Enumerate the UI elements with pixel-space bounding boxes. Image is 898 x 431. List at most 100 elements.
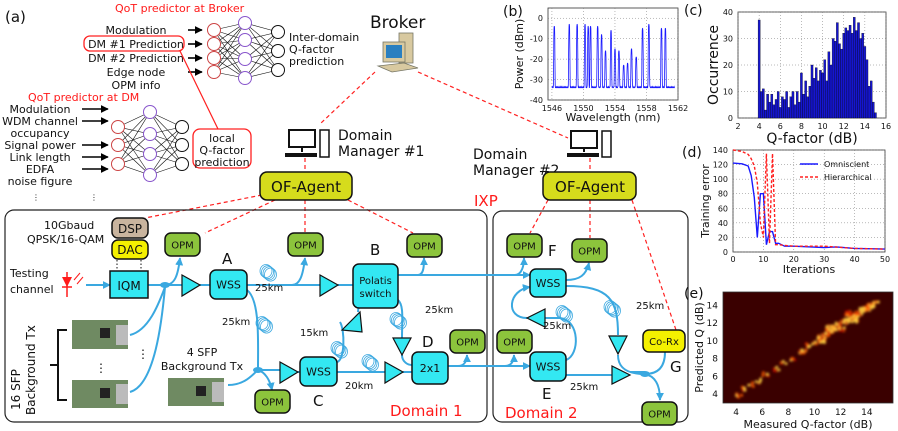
amplifier-icon: [392, 337, 412, 357]
y-tick-label: -30: [530, 76, 543, 85]
svg-text:IQM: IQM: [117, 279, 140, 293]
x-tick-label: 8: [786, 408, 792, 418]
svg-text:switch: switch: [360, 289, 392, 300]
heatmap-cell: [848, 317, 852, 320]
span-label-bd: 25km: [425, 305, 453, 316]
heatmap-cell: [804, 342, 808, 345]
broker-output-label: Q-factor: [289, 43, 335, 56]
heatmap-cell: [853, 312, 856, 315]
heatmap-cell: [855, 314, 859, 317]
heatmap-cell: [847, 311, 851, 315]
fiber-spool-icon: [259, 264, 273, 278]
heatmap-cell: [830, 330, 833, 333]
heatmap-cell: [856, 319, 860, 323]
heatmap-cell: [807, 345, 810, 349]
histogram-bar: [831, 38, 835, 119]
heatmap-cell: [838, 327, 841, 330]
y-tick-label: 100: [713, 175, 728, 184]
fiber-spool-icon: [261, 265, 274, 280]
svg-text:OPM: OPM: [578, 247, 601, 258]
iqm-block: IQM: [109, 270, 149, 299]
heatmap-cell: [845, 312, 849, 316]
histogram-bar: [821, 72, 824, 119]
nn-edge: [244, 31, 279, 60]
heatmap-cell: [859, 314, 862, 317]
y-tick-label: -40: [530, 96, 543, 105]
heatmap-cell: [800, 351, 803, 355]
heatmap-cell: [831, 331, 835, 334]
x-axis-label: Iterations: [783, 263, 836, 276]
x-tick-label: 1554: [605, 104, 625, 113]
heatmap-cell: [839, 323, 842, 326]
x-tick-label: 30: [819, 255, 829, 264]
heatmap-cell: [817, 335, 820, 339]
heatmap-cell: [855, 315, 858, 319]
plot-area: [547, 7, 679, 101]
opm-monitor: OPM: [571, 238, 608, 263]
fiber-spool-icon: [262, 266, 276, 281]
heatmap-cell: [854, 319, 857, 322]
broker-input-label: DM #1 Prediction: [88, 38, 184, 51]
fiber-spool-icon: [366, 357, 379, 372]
heatmap-cell: [817, 338, 821, 342]
node-label-b: B: [370, 241, 380, 259]
histogram-bar: [781, 96, 784, 119]
heatmap-cell: [805, 345, 809, 349]
svg-text:WSS: WSS: [216, 279, 241, 292]
heatmap-cell: [848, 314, 852, 317]
x-tick-label: 6: [778, 122, 783, 131]
nn-neuron: [111, 157, 125, 171]
heatmap-cell: [825, 334, 829, 338]
histogram-bar: [838, 43, 841, 119]
heatmap-cell: [755, 380, 758, 383]
heatmap-cell: [859, 308, 862, 312]
heatmap-cell: [835, 325, 839, 328]
x-tick-label: 16: [881, 122, 891, 131]
dm-input-label: EDFA: [26, 163, 55, 176]
amplifier-icon: [611, 365, 632, 385]
tx-format-label: 10Gbaud: [44, 219, 94, 232]
nn-neuron: [175, 138, 189, 152]
node-label-e: E: [542, 385, 551, 403]
fiber-spool-icon: [603, 300, 617, 314]
heatmap-cell: [863, 309, 866, 313]
heatmap-cell: [860, 312, 863, 316]
heatmap-cell: [831, 329, 834, 333]
y-tick-label: -10: [530, 35, 543, 44]
y-tick-label: 80: [718, 190, 728, 199]
y-tick-label: 0: [538, 14, 543, 23]
nn-neuron: [271, 25, 285, 39]
domain-manager-2-label: Domain: [473, 147, 527, 163]
nn-neuron: [143, 168, 157, 182]
span-label-fg: 25km: [636, 301, 664, 312]
nn-neuron: [238, 16, 252, 30]
fiber-spool-icon: [260, 319, 273, 334]
y-tick-label: 8: [712, 355, 718, 365]
panel-label-b: (b): [503, 4, 523, 20]
y-tick-label: 4: [712, 390, 718, 400]
sfp16-label: Background Tx: [24, 325, 38, 415]
histogram-bar: [869, 80, 873, 119]
heatmap-cell: [834, 328, 837, 332]
heatmap-cell: [821, 336, 824, 340]
testing-channel-label: channel: [10, 283, 54, 296]
fiber-spool-icon: [389, 312, 403, 326]
heatmap-cell: [854, 312, 858, 316]
x-axis-label: Wavelength (nm): [565, 111, 660, 124]
y-tick-label: 0: [723, 248, 728, 257]
y-tick-label: 10: [723, 88, 733, 97]
heatmap-cell: [814, 342, 818, 346]
nn-neuron: [207, 65, 221, 79]
heatmap-cell: [864, 309, 868, 312]
heatmap-cell: [850, 312, 853, 315]
nn-edge: [117, 111, 151, 146]
opm-monitor: OPM: [287, 232, 324, 257]
fiber-spool-icon: [255, 316, 269, 330]
dm1-prediction-highlight: [83, 35, 185, 52]
histogram-bar: [802, 94, 805, 119]
heatmap-cell: [827, 334, 830, 337]
heatmap-cell: [798, 351, 802, 355]
heatmap-cell: [839, 329, 842, 332]
